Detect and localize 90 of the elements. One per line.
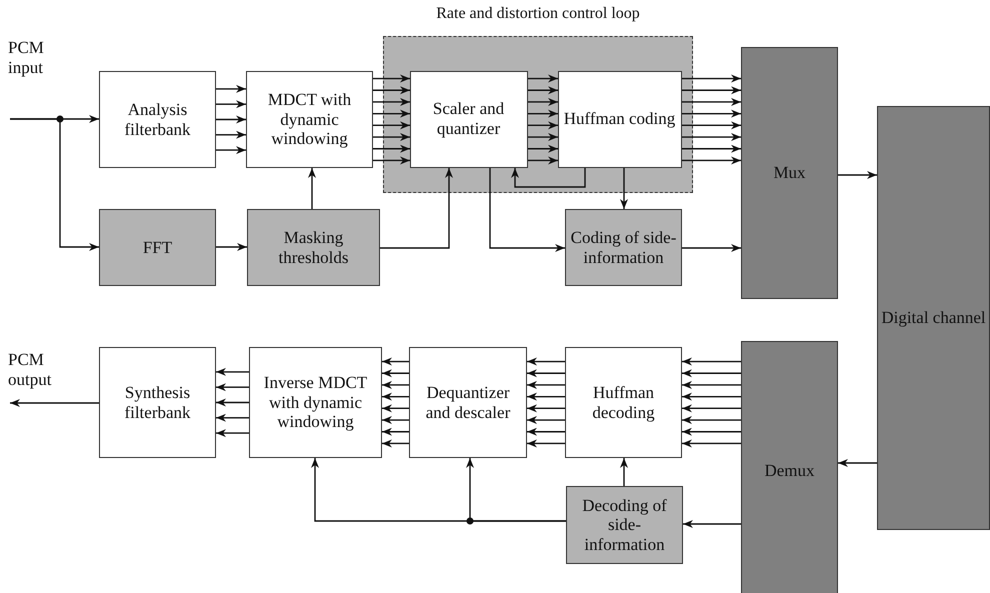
arrow <box>373 98 410 106</box>
arrow <box>682 392 741 401</box>
arrow <box>373 86 410 94</box>
arrow <box>382 416 409 424</box>
process-box: Masking thresholds <box>247 209 380 286</box>
arrow <box>373 133 410 142</box>
process-box: Analysis filterbank <box>99 71 216 168</box>
arrow <box>308 168 316 209</box>
arrow <box>528 86 558 94</box>
arrow <box>380 168 453 249</box>
arrow <box>527 439 565 448</box>
arrow <box>682 380 741 389</box>
arrow <box>216 368 249 376</box>
arrow <box>528 110 558 118</box>
arrow <box>373 156 410 164</box>
arrow <box>527 358 565 366</box>
arrow <box>382 439 409 448</box>
arrow <box>682 244 741 252</box>
arrow <box>683 520 741 528</box>
arrow <box>216 383 249 392</box>
arrow <box>527 392 565 401</box>
process-box: FFT <box>99 209 216 286</box>
arrow <box>682 98 741 106</box>
arrow <box>838 171 877 179</box>
arrow <box>216 429 249 438</box>
process-box: Synthesis filterbank <box>99 347 216 458</box>
arrow <box>527 416 565 424</box>
process-block: Demux <box>741 341 838 593</box>
arrow <box>10 118 99 251</box>
arrow <box>382 380 409 389</box>
arrow <box>311 458 566 522</box>
process-box: Coding of side-information <box>565 209 682 286</box>
process-box: Dequantizer and descaler <box>409 347 527 458</box>
arrow <box>682 121 741 130</box>
process-box: Huffman coding <box>558 70 682 168</box>
arrow <box>527 369 565 378</box>
arrow <box>373 110 410 118</box>
arrow <box>511 168 586 188</box>
arrow <box>382 404 409 412</box>
arrow <box>620 458 628 486</box>
process-box: Scaler and quantizer <box>410 70 528 168</box>
arrow <box>528 144 558 153</box>
process-box: Inverse MDCT with dynamic windowing <box>249 347 382 458</box>
arrow <box>838 459 877 467</box>
arrow <box>10 399 99 407</box>
signal-label: PCM output <box>8 350 72 390</box>
arrow <box>373 121 410 130</box>
arrow <box>528 121 558 130</box>
arrow <box>527 428 565 436</box>
arrow <box>216 146 246 154</box>
arrow <box>682 439 741 448</box>
arrow <box>382 358 409 366</box>
arrow <box>216 100 246 108</box>
arrow <box>682 358 741 366</box>
arrow <box>682 133 741 142</box>
process-block: Digital channel <box>877 106 990 530</box>
process-block: Mux <box>741 47 838 299</box>
arrow <box>528 156 558 164</box>
arrow <box>682 416 741 424</box>
arrow <box>527 404 565 412</box>
arrow <box>682 144 741 153</box>
arrow <box>216 84 246 93</box>
arrow <box>527 380 565 389</box>
arrow <box>216 398 249 406</box>
process-box: Huffman decoding <box>565 347 682 458</box>
arrow <box>682 156 741 164</box>
arrow <box>682 428 741 436</box>
region-title: Rate and distortion control loop <box>435 5 641 24</box>
arrow <box>216 116 246 124</box>
arrow <box>682 404 741 412</box>
arrow <box>216 130 246 139</box>
arrow <box>382 428 409 436</box>
arrow <box>528 98 558 106</box>
signal-label: PCM input <box>8 38 70 78</box>
arrow <box>373 144 410 153</box>
arrow <box>382 369 409 378</box>
arrow <box>682 86 741 94</box>
arrow <box>489 168 565 252</box>
process-box: Decoding of side-information <box>566 486 683 564</box>
arrow <box>373 74 410 83</box>
arrow <box>216 414 249 422</box>
arrow <box>682 110 741 118</box>
arrow <box>382 392 409 401</box>
arrow <box>528 74 558 83</box>
process-box: MDCT with dynamic windowing <box>246 71 373 168</box>
arrow <box>216 243 247 251</box>
arrow <box>620 168 628 209</box>
arrow <box>528 133 558 142</box>
arrow <box>682 74 741 83</box>
arrow <box>682 369 741 378</box>
